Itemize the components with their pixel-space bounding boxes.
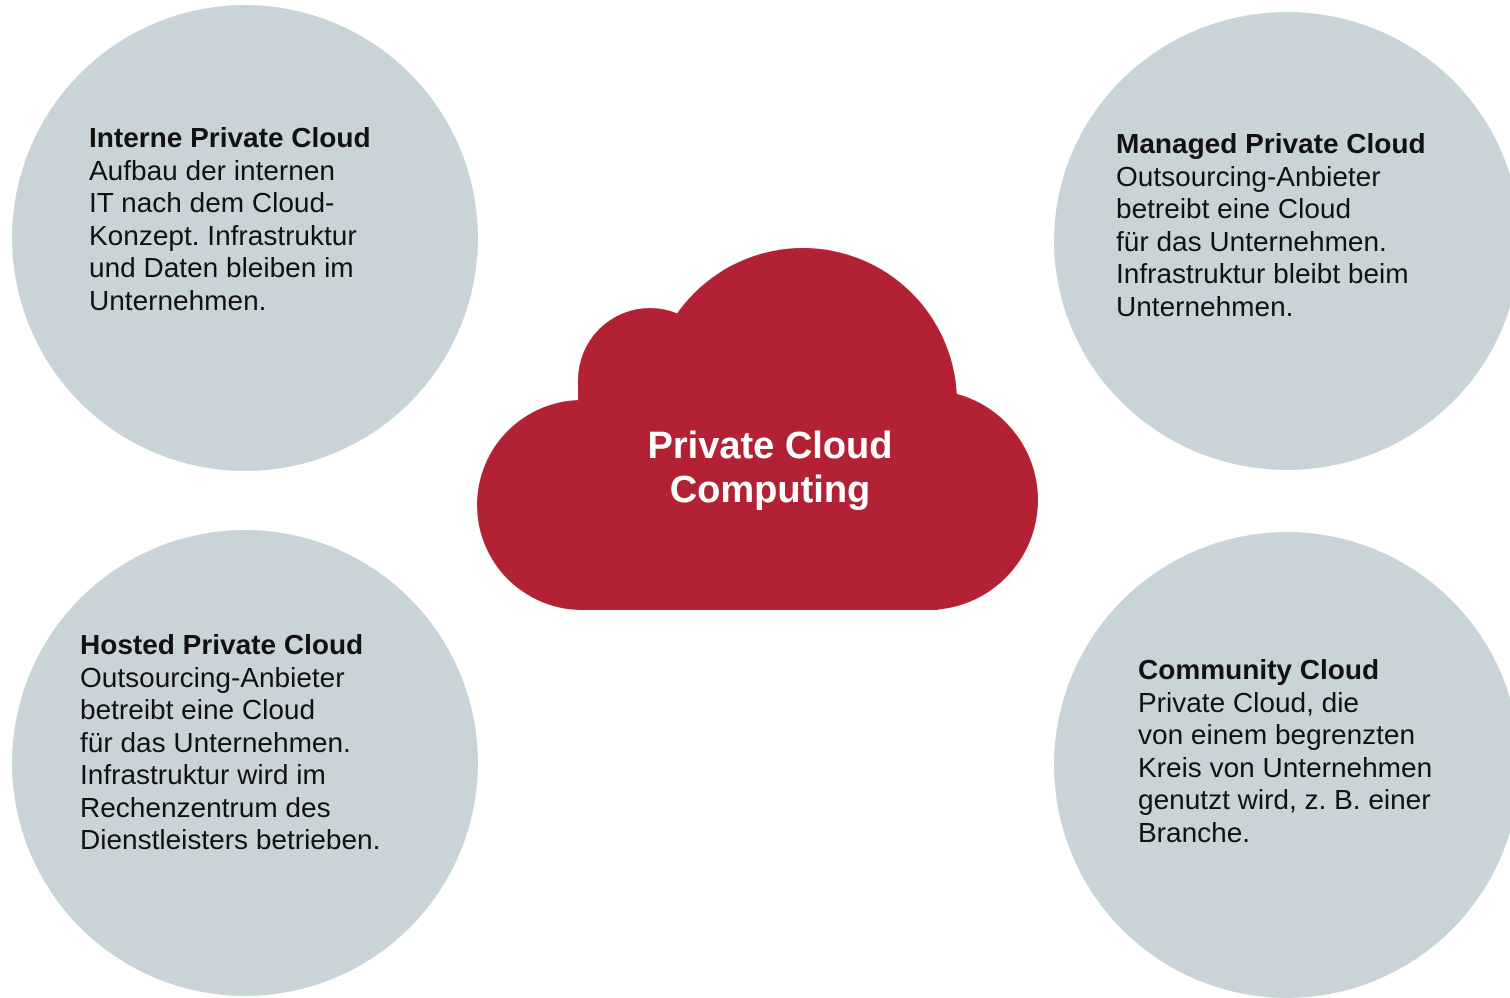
hosted-line: für das Unternehmen.: [80, 726, 351, 758]
interne-line: Konzept. Infrastruktur: [89, 219, 357, 251]
community-line: Private Cloud, die: [1138, 686, 1360, 718]
circle-managed-private-cloud: [1054, 12, 1510, 470]
cloud-icon: [477, 248, 1038, 610]
interne-title: Interne Private Cloud: [89, 122, 371, 153]
hosted-line: Dienstleisters betrieben.: [80, 824, 381, 855]
community-line: Kreis von Unternehmen: [1138, 751, 1433, 783]
hosted-private-cloud-text: Hosted Private Cloud Outsourcing-Anbiete…: [80, 629, 380, 857]
cloud-label-line2: Computing: [669, 469, 871, 511]
managed-private-cloud-text: Managed Private Cloud Outsourcing-Anbiet…: [1116, 128, 1426, 323]
hosted-title: Hosted Private Cloud: [80, 629, 364, 660]
community-line: Branche.: [1138, 816, 1251, 848]
community-cloud-text: Community Cloud Private Cloud, die von e…: [1138, 654, 1432, 849]
cloud-label-line1: Private Cloud: [647, 425, 893, 467]
interne-line: IT nach dem Cloud-: [89, 187, 335, 218]
circle-interne-private-cloud: [12, 5, 478, 471]
hosted-line: Outsourcing-Anbieter: [80, 661, 345, 693]
cloud-label: Private Cloud Computing: [570, 424, 970, 512]
community-title: Community Cloud: [1138, 654, 1380, 685]
interne-line: Aufbau der internen: [89, 154, 335, 186]
hosted-line: betreibt eine Cloud: [80, 694, 316, 725]
managed-title: Managed Private Cloud: [1116, 128, 1426, 159]
hosted-line: Infrastruktur wird im: [80, 759, 326, 790]
managed-line: Outsourcing-Anbieter: [1116, 160, 1381, 192]
managed-line: betreibt eine Cloud: [1116, 193, 1352, 224]
community-line: genutzt wird, z. B. einer: [1138, 784, 1431, 815]
managed-line: Unternehmen.: [1116, 290, 1294, 322]
interne-private-cloud-text: Interne Private Cloud Aufbau der interne…: [89, 122, 371, 317]
circle-hosted-private-cloud: [12, 530, 478, 996]
interne-line: Unternehmen.: [89, 284, 267, 316]
hosted-line: Rechenzentrum des: [80, 791, 331, 823]
circle-community-cloud: [1054, 532, 1510, 998]
managed-line: Infrastruktur bleibt beim: [1116, 258, 1409, 289]
interne-line: und Daten bleiben im: [89, 252, 354, 283]
managed-line: für das Unternehmen.: [1116, 225, 1387, 257]
community-line: von einem begrenzten: [1138, 719, 1416, 750]
